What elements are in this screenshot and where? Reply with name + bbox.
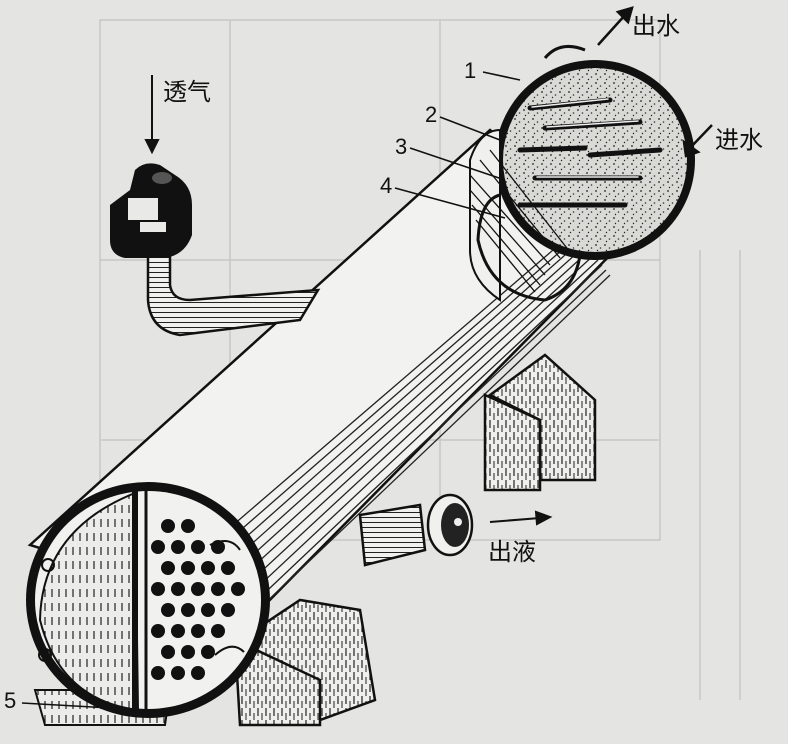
tube-hole (161, 519, 175, 533)
tube-holes (151, 519, 245, 680)
vent-label: 透气 (163, 78, 211, 106)
tube-hole (171, 582, 185, 596)
tube-hole (211, 624, 225, 638)
tube-hole (191, 582, 205, 596)
callout-leaders (21, 71, 521, 709)
vent-pipe (110, 163, 321, 337)
tube-hole (191, 624, 205, 638)
tube-hole (151, 624, 165, 638)
tube-hole (211, 582, 225, 596)
vent-arrow (144, 75, 160, 155)
front-end-cutaway (26, 482, 270, 718)
tube-hole (191, 540, 205, 554)
water-out-label: 出水 (632, 12, 680, 40)
tube-hole (181, 603, 195, 617)
tube-hole (151, 666, 165, 680)
liquid-outlet-nozzle (358, 493, 474, 567)
tube-hole (191, 666, 205, 680)
tube-hole (161, 603, 175, 617)
tube-hole (221, 603, 235, 617)
tube-hole (181, 519, 195, 533)
tube-hole (181, 645, 195, 659)
tube-hole (151, 582, 165, 596)
water-out-arrow (597, 6, 634, 46)
liquid-out-label: 出液 (488, 538, 536, 566)
water-in-arrow (682, 124, 713, 158)
callout-5: 5 (4, 688, 17, 713)
callout-2: 2 (425, 102, 438, 127)
water-end-cap (469, 44, 695, 302)
water-in-label: 进水 (715, 126, 763, 154)
callout-4: 4 (380, 173, 393, 198)
tube-hole (171, 540, 185, 554)
tube-hole (161, 561, 175, 575)
tube-hole (181, 561, 195, 575)
tube-hole (201, 561, 215, 575)
liquid-out-arrow (489, 510, 553, 526)
tube-hole (201, 645, 215, 659)
tube-hole (171, 666, 185, 680)
tube-hole (231, 582, 245, 596)
tube-hole (161, 645, 175, 659)
callout-3: 3 (395, 134, 408, 159)
callout-1: 1 (464, 58, 477, 83)
rear-support (483, 353, 597, 492)
tube-hole (151, 540, 165, 554)
tube-hole (221, 561, 235, 575)
tube-hole (171, 624, 185, 638)
tube-hole (201, 603, 215, 617)
